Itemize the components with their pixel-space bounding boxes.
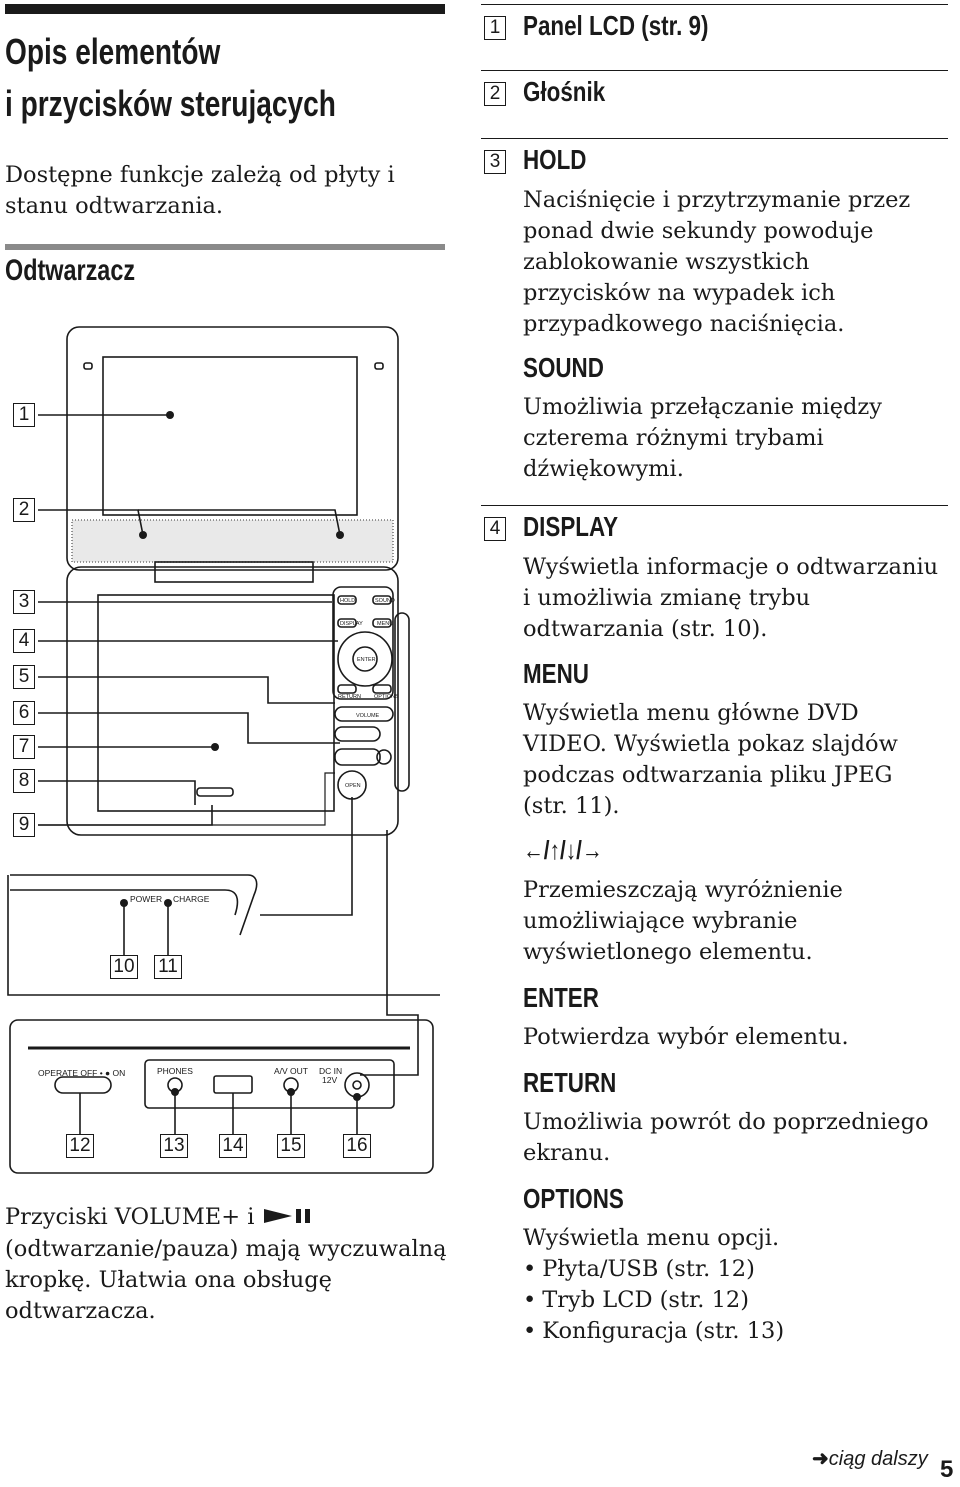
phones-label: PHONES [157,1066,193,1076]
power-label: POWER [130,894,162,904]
page-number: 5 [940,1456,954,1483]
display-label: DISPLAY [340,621,363,627]
section-heading: Odtwarzacz [5,254,136,287]
callout-15: 15 [277,1134,305,1158]
player-base [66,566,399,836]
enter-button [352,646,378,672]
dc-in-label: DC IN [319,1066,342,1076]
item-num-4: 4 [484,517,506,541]
callout-8: 8 [13,769,35,793]
menu-text: Wyświetla menu główne DVD VIDEO. Wyświet… [523,700,898,819]
enter-heading: ENTER [523,982,599,1013]
rule-item-4 [481,505,948,506]
callout-6: 6 [13,701,35,725]
sound-text: Umożliwia przełączanie między czterema r… [523,394,882,482]
item-num-3: 3 [484,150,506,174]
callout-13: 13 [160,1134,188,1158]
return-text: Umożliwia powrót do poprzedniego ekranu. [523,1109,929,1166]
hold-heading: HOLD [523,144,587,175]
arrow-right-icon: ➜ [812,1448,829,1470]
play-pause-icon [262,1203,314,1234]
open-label: OPEN [345,783,361,789]
return-label: RETURN [338,694,361,700]
callout-10: 10 [110,955,138,979]
lcd-screen [102,356,358,516]
arrows-heading: ←/↑/↓/→ [523,835,603,865]
volume-label: VOLUME [356,713,380,719]
menu-heading: MENU [523,658,589,689]
callout-11: 11 [154,955,182,979]
return-heading: RETURN [523,1067,617,1098]
callout-4: 4 [13,629,35,653]
charge-label: CHARGE [173,894,210,904]
arrows-text: Przemieszczają wyróżnienie umożliwiające… [523,877,843,965]
display-text: Wyświetla informacje o odtwarzaniu i umo… [523,554,939,642]
options-list: Płyta/USB (str. 12) Tryb LCD (str. 12) K… [523,1254,943,1347]
hold-label: HOLD [340,598,355,604]
sound-heading: SOUND [523,352,604,383]
item-num-1: 1 [484,16,506,40]
callout-14: 14 [219,1134,247,1158]
button-panel [332,586,394,700]
section-rule [5,244,445,250]
top-rule-left [5,4,445,14]
sound-label: SOUND [375,598,395,604]
footnote: Przyciski VOLUME+ i (odtwarzanie/pauza) … [5,1203,447,1324]
dc-volt-label: 12V [322,1075,337,1085]
enter-label: ENTER [357,657,376,663]
lcd-lid [66,326,399,571]
intro-text: Dostępne funkcje zależą od płyty i stanu… [5,162,395,219]
rule-item-1 [481,4,948,5]
callout-7: 7 [13,735,35,759]
options-label: OPTIONS [374,694,399,700]
callout-3: 3 [13,590,35,614]
callout-5: 5 [13,665,35,689]
hold-text: Naciśnięcie i przytrzymanie przez ponad … [523,187,911,337]
volume-rocker [334,706,394,722]
list-item: Tryb LCD (str. 12) [523,1285,943,1316]
options-text: Wyświetla menu opcji. Płyta/USB (str. 12… [523,1223,943,1347]
options-heading: OPTIONS [523,1183,624,1214]
menu-label: MENU [377,621,393,627]
item-num-2: 2 [484,82,506,106]
callout-9: 9 [13,813,35,837]
continued-label: ➜ciąg dalszy [812,1448,928,1470]
callout-1: 1 [13,403,35,427]
dpad [337,631,393,687]
player-illustration: HOLD SOUND DISPLAY MENU ENTER RETURN OPT… [7,326,440,1174]
callout-12: 12 [66,1134,94,1158]
item-1-heading: Panel LCD (str. 9) [523,10,709,41]
operate-label: OPERATE OFF • ● ON [38,1068,125,1078]
rule-item-2 [481,70,948,71]
page-title: Opis elementów i przycisków sterujących [5,31,336,124]
item-2-heading: Głośnik [523,76,606,107]
callout-16: 16 [343,1134,371,1158]
display-heading: DISPLAY [523,511,619,542]
av-out-label: A/V OUT [274,1066,308,1076]
list-item: Płyta/USB (str. 12) [523,1254,943,1285]
speaker-grille [71,519,394,563]
callout-2: 2 [13,498,35,522]
list-item: Konfiguracja (str. 13) [523,1316,943,1347]
rule-item-3 [481,138,948,139]
enter-text: Potwierdza wybór elementu. [523,1024,849,1050]
